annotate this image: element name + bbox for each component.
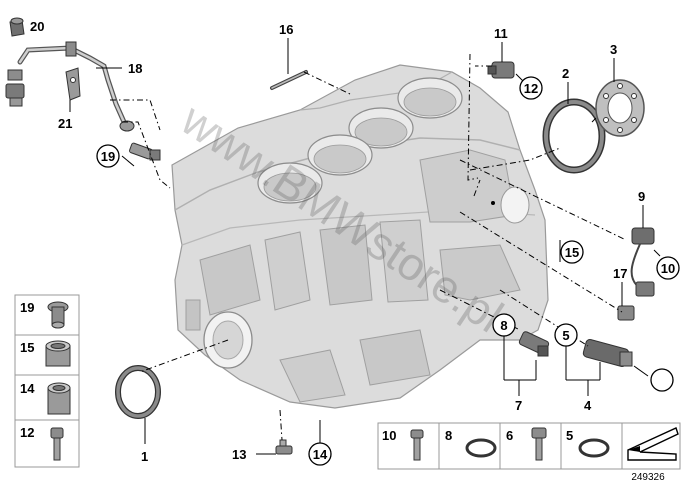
kit-left-label-1: 19 [20, 300, 34, 315]
callout-circle-8 [492, 313, 516, 337]
bolt-icon [50, 427, 64, 461]
valve-part-icon [582, 339, 633, 367]
fitting-part-icon [275, 439, 293, 455]
sleeve-icon [45, 340, 71, 367]
direction-arrow-icon [627, 427, 679, 461]
banjo-bolt-part-icon [129, 142, 161, 161]
callout-15: 15 [565, 245, 579, 260]
callout-8: 8 [500, 318, 507, 333]
banjo-screw-icon [47, 301, 69, 329]
o-ring-icon [578, 438, 610, 458]
screw-icon [410, 429, 424, 461]
dowel-sleeve-icon [47, 382, 71, 415]
callout-3: 3 [610, 42, 617, 57]
callout-1: 1 [141, 449, 148, 464]
cap-part-icon [9, 17, 25, 37]
kit-bottom-label-1: 10 [382, 428, 396, 443]
callouts: 20 18 21 16 11 3 2 9 17 6 7 4 1 13 12 19… [30, 19, 680, 466]
callout-4: 4 [584, 398, 592, 413]
callout-2: 2 [562, 66, 569, 81]
dowel-pin-part-icon [270, 70, 308, 90]
callout-20: 20 [30, 19, 44, 34]
callout-circle-14 [308, 442, 332, 466]
socket-screw-icon [531, 427, 547, 461]
leader-lines [69, 38, 661, 455]
kit-bottom-label-4: 5 [566, 428, 573, 443]
pressure-switch-part-icon [518, 331, 550, 357]
callout-16: 16 [279, 22, 293, 37]
kit-left-label-3: 14 [20, 381, 35, 396]
sensor-wheel-part-icon [595, 79, 645, 137]
callout-circle-15 [560, 240, 584, 264]
callout-circle-12 [519, 76, 543, 100]
callout-5: 5 [562, 328, 569, 343]
callout-circle-6 [650, 368, 674, 392]
callout-13: 13 [232, 447, 246, 462]
knock-sensor-part-icon [617, 227, 655, 321]
kit-panel-left: 19 15 14 12 [14, 294, 80, 468]
callout-circle-5 [554, 323, 578, 347]
document-id: 249326 [631, 472, 665, 483]
o-ring-icon [465, 438, 497, 458]
radial-seal-part-icon [115, 365, 161, 419]
callout-21: 21 [58, 116, 72, 131]
bracket-part-icon [65, 67, 81, 101]
shaft-seal-part-icon [542, 98, 606, 174]
callout-circle-19 [96, 144, 120, 168]
engine-block [171, 64, 549, 409]
callout-12: 12 [524, 81, 538, 96]
callout-18: 18 [128, 61, 142, 76]
kit-bottom-label-3: 6 [506, 428, 513, 443]
callout-circle-10 [656, 256, 680, 280]
callout-17: 17 [613, 266, 627, 281]
kit-left-label-2: 15 [20, 340, 34, 355]
kit-left-label-4: 12 [20, 425, 34, 440]
callout-11: 11 [494, 26, 508, 41]
callout-7: 7 [515, 398, 522, 413]
callout-19: 19 [101, 149, 115, 164]
kit-bottom-label-2: 8 [445, 428, 452, 443]
callout-9: 9 [638, 189, 645, 204]
kit-panel-bottom: 10 8 6 5 [377, 422, 681, 470]
callout-14: 14 [313, 447, 328, 462]
sensor-part-icon [487, 61, 515, 79]
callout-10: 10 [661, 261, 675, 276]
